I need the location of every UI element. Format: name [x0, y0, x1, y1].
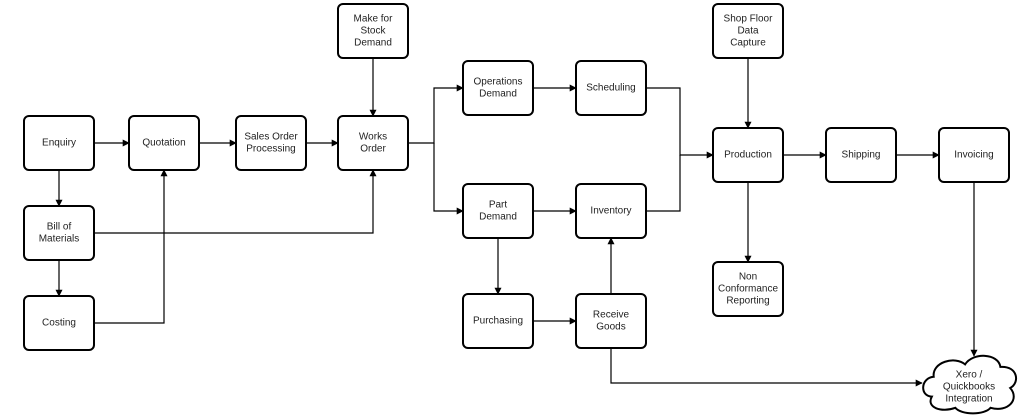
connector-works-order-to-operations-demand: [408, 84, 464, 144]
node-label: Capture: [730, 38, 766, 49]
node-label: Demand: [479, 212, 517, 223]
node-label: Demand: [479, 89, 517, 100]
node-label: Shipping: [842, 150, 881, 161]
node-box: [128, 115, 200, 171]
node-box: [337, 115, 409, 171]
node-label: Bill of: [47, 222, 72, 233]
node-label: Integration: [945, 394, 992, 405]
node-box: [462, 183, 534, 239]
connector-receive-goods-to-xero-quickbooks-integration: [610, 348, 923, 387]
node-box: [23, 295, 95, 351]
node-label: Scheduling: [586, 83, 635, 94]
node-label: Materials: [39, 234, 80, 245]
node-label: Sales Order: [244, 132, 298, 143]
node-purchasing: Purchasing: [462, 293, 534, 349]
connector-layer: [55, 58, 978, 387]
node-label: Data: [737, 26, 759, 37]
node-box: [575, 183, 647, 239]
node-label: Quickbooks: [943, 382, 995, 393]
node-label: Production: [724, 150, 772, 161]
node-label: Quotation: [142, 138, 185, 149]
node-box: [23, 205, 95, 261]
node-box: [712, 127, 784, 183]
node-box: [575, 60, 647, 116]
node-box: [825, 127, 897, 183]
node-enquiry: Enquiry: [23, 115, 95, 171]
node-invoicing: Invoicing: [938, 127, 1010, 183]
node-box: [235, 115, 307, 171]
node-label: Inventory: [590, 206, 631, 217]
connector-works-order-to-part-demand: [433, 143, 464, 215]
cloud-shape: [922, 354, 1018, 415]
node-label: Xero /: [956, 370, 983, 381]
node-box: [712, 261, 784, 317]
connector-bill-of-materials-to-works-order: [94, 169, 377, 234]
node-scheduling: Scheduling: [575, 60, 647, 116]
node-label: Order: [360, 144, 386, 155]
node-label: Reporting: [726, 296, 769, 307]
node-label: Part: [489, 200, 508, 211]
node-box: [337, 3, 409, 59]
node-label: Make for: [354, 14, 394, 25]
connector-scheduling-to-production: [646, 87, 714, 159]
node-label: Enquiry: [42, 138, 76, 149]
node-box: [712, 3, 784, 59]
node-label: Invoicing: [954, 150, 993, 161]
node-label: Receive: [593, 310, 630, 321]
connector-inventory-to-production: [646, 155, 681, 212]
node-box: [23, 115, 95, 171]
node-label: Processing: [246, 144, 295, 155]
node-label: Stock: [360, 26, 386, 37]
node-box: [462, 293, 534, 349]
node-label: Shop Floor: [724, 14, 774, 25]
node-quotation: Quotation: [128, 115, 200, 171]
node-label: Purchasing: [473, 316, 523, 327]
node-label: Works: [359, 132, 387, 143]
node-label: Operations: [474, 77, 523, 88]
node-label: Demand: [354, 38, 392, 49]
node-label: Conformance: [718, 284, 778, 295]
connector-costing-to-quotation: [94, 169, 168, 324]
node-costing: Costing: [23, 295, 95, 351]
node-shipping: Shipping: [825, 127, 897, 183]
node-label: Goods: [596, 322, 625, 333]
node-label: Costing: [42, 318, 76, 329]
node-box: [575, 293, 647, 349]
node-label: Non: [739, 272, 757, 283]
node-inventory: Inventory: [575, 183, 647, 239]
node-production: Production: [712, 127, 784, 183]
node-box: [462, 60, 534, 116]
node-box: [938, 127, 1010, 183]
